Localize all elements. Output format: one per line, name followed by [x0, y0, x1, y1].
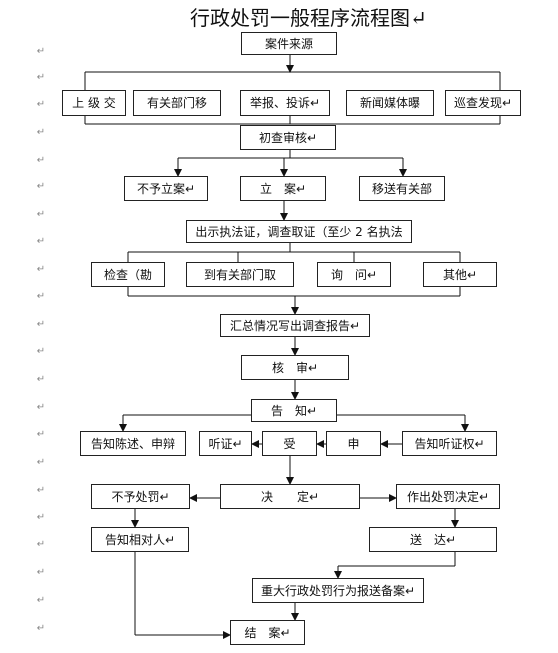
paragraph-mark: ↵ — [36, 595, 46, 606]
node-penalty-decision: 作出处罚决定↵ — [396, 484, 500, 509]
paragraph-mark: ↵ — [36, 429, 46, 440]
paragraph-mark: ↵ — [36, 539, 46, 550]
paragraph-mark: ↵ — [36, 346, 46, 357]
node-apply: 申 — [326, 431, 381, 456]
node-inspect: 检查（勘 — [91, 262, 165, 287]
paragraph-mark: ↵ — [36, 209, 46, 220]
node-decision: 决 定↵ — [220, 484, 360, 509]
node-report-complaint: 举报、投诉↵ — [240, 90, 330, 116]
paragraph-mark: ↵ — [36, 155, 46, 166]
paragraph-mark: ↵ — [36, 181, 46, 192]
node-inquiry: 询 问↵ — [317, 262, 391, 287]
node-summary-report: 汇总情况写出调查报告↵ — [220, 314, 370, 337]
paragraph-mark: ↵ — [36, 264, 46, 275]
paragraph-mark: ↵ — [36, 623, 46, 634]
node-case-open: 立 案↵ — [240, 176, 326, 201]
paragraph-mark: ↵ — [36, 402, 46, 413]
node-dept-collect: 到有关部门取 — [186, 262, 294, 287]
node-dept-transfer: 有关部门移 — [133, 90, 221, 116]
node-major-report: 重大行政处罚行为报送备案↵ — [252, 578, 424, 603]
paragraph-mark: ↵ — [36, 567, 46, 578]
paragraph-mark: ↵ — [36, 319, 46, 330]
paragraph-mark: ↵ — [36, 485, 46, 496]
node-no-case: 不予立案↵ — [124, 176, 208, 201]
paragraph-mark: ↵ — [36, 127, 46, 138]
node-hearing: 听证↵ — [199, 431, 252, 456]
node-initial-review: 初查审核↵ — [240, 125, 336, 150]
node-close: 结 案↵ — [230, 620, 305, 645]
node-case-source: 案件来源 — [241, 32, 337, 55]
paragraph-mark: ↵ — [36, 457, 46, 468]
node-deliver: 送 达↵ — [369, 527, 497, 552]
node-notice: 告 知↵ — [251, 399, 337, 422]
node-transfer-dept: 移送有关部 — [359, 176, 445, 201]
paragraph-mark: ↵ — [36, 46, 46, 57]
paragraph-mark: ↵ — [36, 99, 46, 110]
node-accept: 受 — [262, 431, 317, 456]
node-no-penalty: 不予处罚↵ — [91, 484, 190, 509]
chart-title: 行政处罚一般程序流程图↵ — [190, 6, 427, 30]
node-other: 其他↵ — [423, 262, 497, 287]
node-notify-party: 告知相对人↵ — [91, 527, 189, 552]
node-patrol-discovery: 巡查发现↵ — [445, 90, 521, 116]
node-notice-hearing-right: 告知听证权↵ — [402, 431, 497, 456]
node-review: 核 审↵ — [241, 355, 349, 380]
paragraph-mark: ↵ — [36, 72, 46, 83]
paragraph-mark: ↵ — [36, 512, 46, 523]
node-superior-assign: 上 级 交 — [62, 90, 126, 116]
node-media-exposure: 新闻媒体曝 — [346, 90, 434, 116]
paragraph-mark: ↵ — [36, 236, 46, 247]
node-notice-statement: 告知陈述、申辩 — [80, 431, 186, 456]
paragraph-mark: ↵ — [36, 291, 46, 302]
node-investigate: 出示执法证，调查取证（至少 2 名执法 — [186, 220, 412, 243]
paragraph-mark: ↵ — [36, 374, 46, 385]
